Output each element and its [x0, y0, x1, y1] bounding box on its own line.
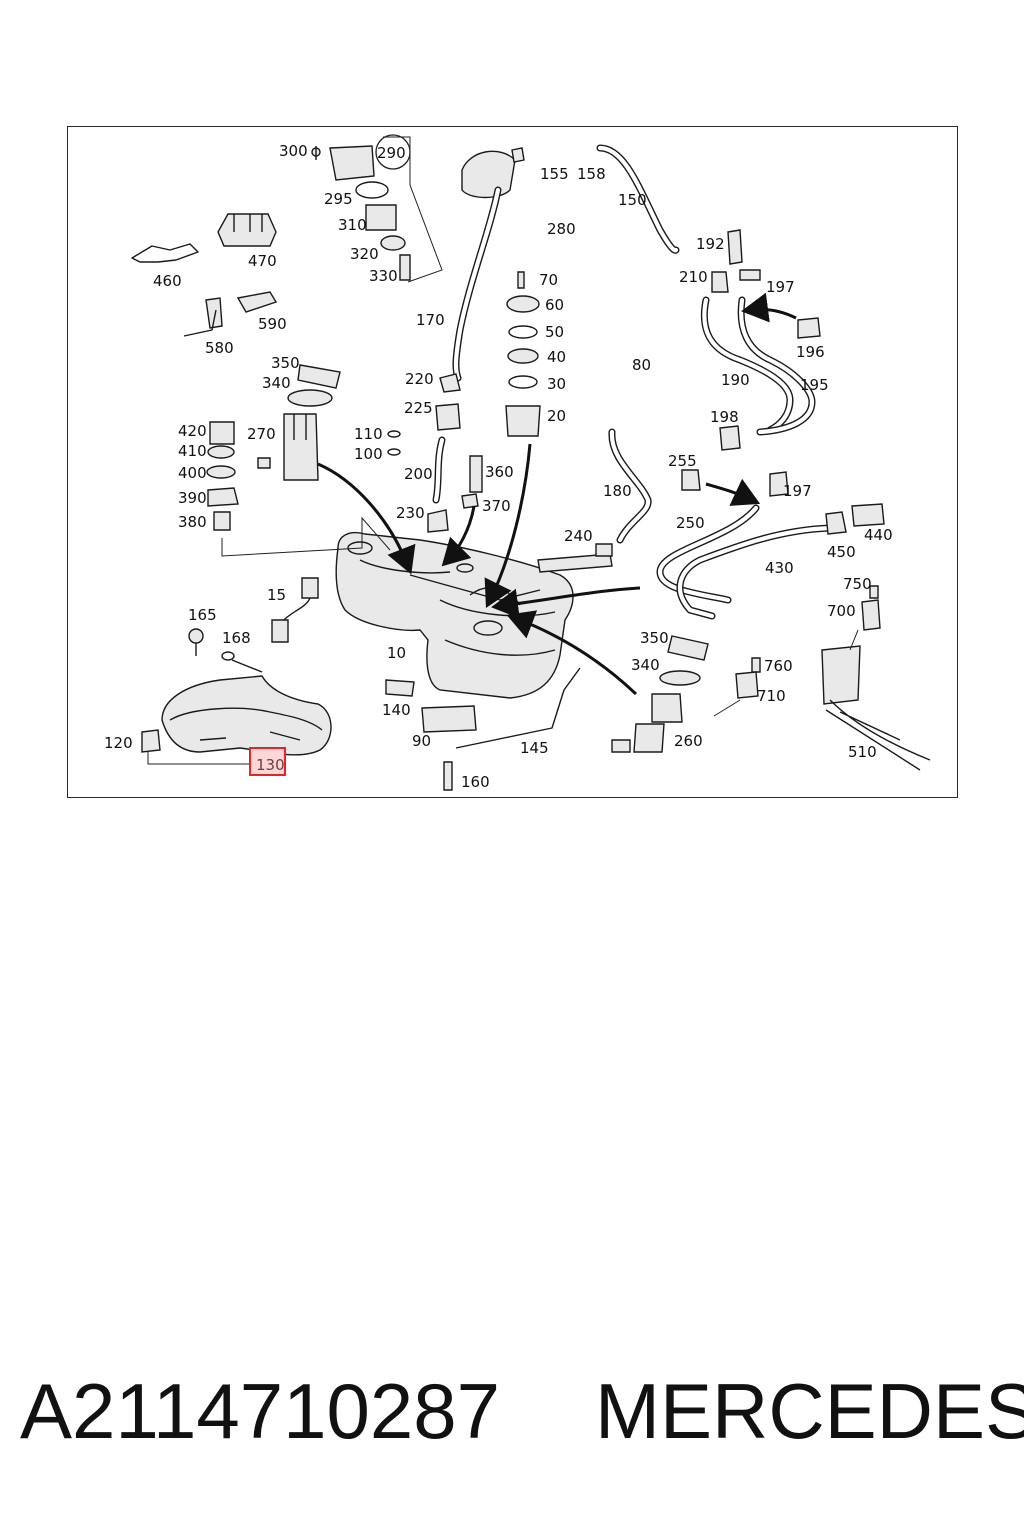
footer: A2114710287 MERCEDES [20, 1367, 1024, 1472]
fuel-tank [335, 531, 574, 699]
label-330: 330 [369, 267, 398, 285]
diagram-canvas: 300 290 295 310 320 330 155 158 150 280 … [104, 134, 931, 791]
label-280: 280 [547, 220, 576, 238]
label-80: 80 [632, 356, 651, 374]
label-400: 400 [178, 464, 207, 482]
label-590: 590 [258, 315, 287, 333]
vent-hoses [537, 144, 885, 620]
brackets-460-590 [131, 213, 278, 337]
label-170: 170 [416, 311, 445, 329]
label-90: 90 [412, 732, 431, 750]
label-710: 710 [757, 687, 786, 705]
label-255: 255 [668, 452, 697, 470]
label-225: 225 [404, 399, 433, 417]
label-230: 230 [396, 504, 425, 522]
label-195: 195 [800, 376, 829, 394]
label-50: 50 [545, 323, 564, 341]
filler-neck [452, 147, 525, 382]
label-700: 700 [827, 602, 856, 620]
label-220: 220 [405, 370, 434, 388]
assembly-arrows [317, 292, 797, 696]
label-20: 20 [547, 407, 566, 425]
fuel-pump-270 [257, 364, 341, 481]
heat-shield-130 [141, 577, 581, 791]
label-290: 290 [377, 144, 406, 162]
label-250: 250 [676, 514, 705, 532]
label-310: 310 [338, 216, 367, 234]
label-750: 750 [843, 575, 872, 593]
cap-parts-300-330 [311, 134, 443, 283]
label-15: 15 [267, 586, 286, 604]
label-320: 320 [350, 245, 379, 263]
highlight-box [249, 747, 286, 776]
label-410: 410 [178, 442, 207, 460]
label-420: 420 [178, 422, 207, 440]
label-198: 198 [710, 408, 739, 426]
label-160: 160 [461, 773, 490, 791]
label-180: 180 [603, 482, 632, 500]
label-760: 760 [764, 657, 793, 675]
brand-name: MERCEDES [595, 1367, 1024, 1455]
label-340b: 340 [631, 656, 660, 674]
label-370: 370 [482, 497, 511, 515]
label-110: 110 [354, 425, 383, 443]
label-120: 120 [104, 734, 133, 752]
label-197b: 197 [783, 482, 812, 500]
mid-parts [387, 373, 483, 533]
label-295: 295 [324, 190, 353, 208]
label-140: 140 [382, 701, 411, 719]
label-390: 390 [178, 489, 207, 507]
label-158: 158 [577, 165, 606, 183]
label-30: 30 [547, 375, 566, 393]
label-440: 440 [864, 526, 893, 544]
part-number: A2114710287 [20, 1367, 501, 1455]
label-580: 580 [205, 339, 234, 357]
label-240: 240 [564, 527, 593, 545]
label-450: 450 [827, 543, 856, 561]
label-300: 300 [279, 142, 308, 160]
fuel-pump-260 [611, 585, 931, 771]
part-labels: 300 290 295 310 320 330 155 158 150 280 … [104, 142, 893, 791]
label-380: 380 [178, 513, 207, 531]
label-340a: 340 [262, 374, 291, 392]
label-60: 60 [545, 296, 564, 314]
label-168: 168 [222, 629, 251, 647]
label-350b: 350 [640, 629, 669, 647]
label-155: 155 [540, 165, 569, 183]
label-145: 145 [520, 739, 549, 757]
label-192: 192 [696, 235, 725, 253]
label-360: 360 [485, 463, 514, 481]
label-260: 260 [674, 732, 703, 750]
label-470: 470 [248, 252, 277, 270]
label-210: 210 [679, 268, 708, 286]
label-270: 270 [247, 425, 276, 443]
label-150: 150 [618, 191, 647, 209]
label-70: 70 [539, 271, 558, 289]
label-190: 190 [721, 371, 750, 389]
seal-stack-20-70 [505, 271, 541, 437]
label-130-highlighted: 130 [256, 756, 285, 774]
label-196: 196 [796, 343, 825, 361]
label-165: 165 [188, 606, 217, 624]
label-10: 10 [387, 644, 406, 662]
washers-380-420 [206, 421, 391, 557]
label-40: 40 [547, 348, 566, 366]
label-430: 430 [765, 559, 794, 577]
label-197a: 197 [766, 278, 795, 296]
label-350a: 350 [271, 354, 300, 372]
label-510: 510 [848, 743, 877, 761]
label-460: 460 [153, 272, 182, 290]
label-200: 200 [404, 465, 433, 483]
label-100: 100 [354, 445, 383, 463]
